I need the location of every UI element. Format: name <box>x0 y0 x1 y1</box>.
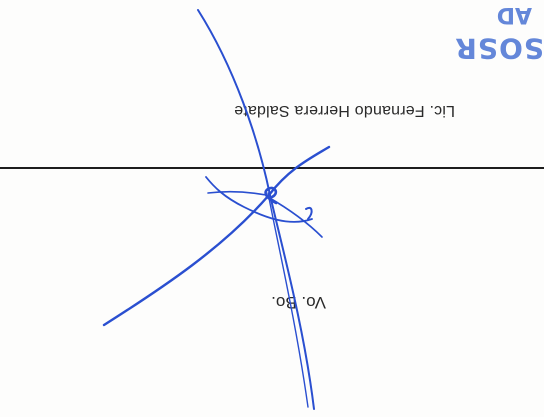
handwritten-signature <box>102 9 331 410</box>
signature-document: Vo. Bo. Lic. Fernando Herrera Saldate SO… <box>0 2 544 410</box>
